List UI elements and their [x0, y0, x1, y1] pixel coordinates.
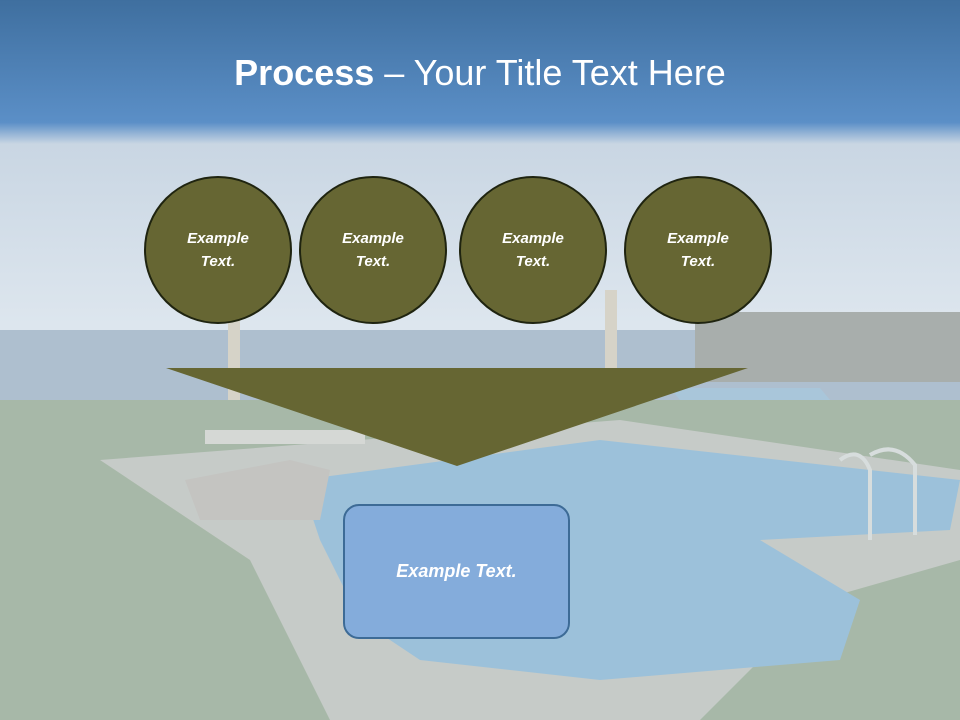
circle-1-text: Example Text. [187, 230, 249, 270]
process-circle-4: Example Text. [624, 176, 772, 324]
process-circle-3: Example Text. [459, 176, 607, 324]
slide-title: Process – Your Title Text Here [0, 52, 960, 94]
title-rest: – Your Title Text Here [374, 52, 726, 93]
circle-3-text: Example Text. [502, 230, 564, 270]
result-box-text: Example Text. [396, 561, 517, 581]
result-box: Example Text. [343, 504, 570, 639]
funnel-arrow [166, 368, 748, 466]
circle-4-text: Example Text. [667, 230, 729, 270]
circle-2-text: Example Text. [342, 230, 404, 270]
title-bold: Process [234, 52, 375, 93]
process-circle-2: Example Text. [299, 176, 447, 324]
process-circle-1: Example Text. [144, 176, 292, 324]
